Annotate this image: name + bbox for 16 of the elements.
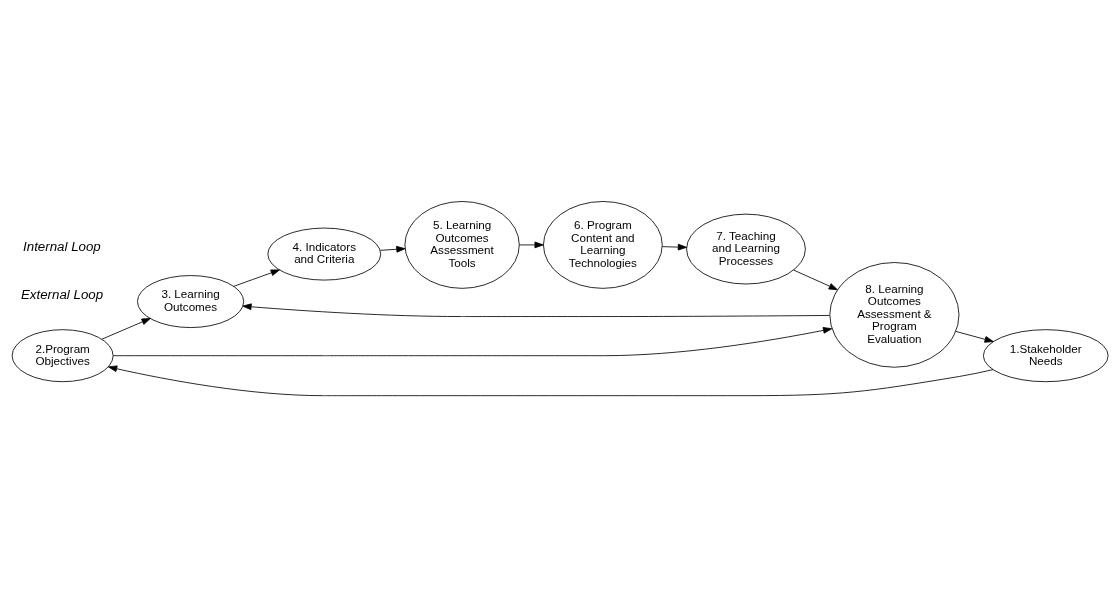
arrow (242, 303, 830, 317)
arrow (793, 269, 838, 291)
arrow (662, 243, 687, 251)
node-ellipse: 7. Teaching and Learning Processes (686, 213, 806, 285)
node-ellipse: 5. Learning Outcomes Assessment Tools (404, 201, 520, 289)
arrow (101, 318, 151, 340)
arrow (955, 331, 994, 343)
arrow (112, 327, 833, 357)
label: Internal Loop (23, 238, 101, 254)
node-ellipse: 6. Program Content and Learning Technologies (543, 201, 663, 289)
arrow (108, 365, 994, 397)
arrow (519, 241, 544, 249)
label: External Loop (20, 286, 104, 302)
node-ellipse: 2.Program Objectives (11, 329, 114, 383)
arrow (233, 269, 280, 287)
arrow (380, 245, 406, 253)
